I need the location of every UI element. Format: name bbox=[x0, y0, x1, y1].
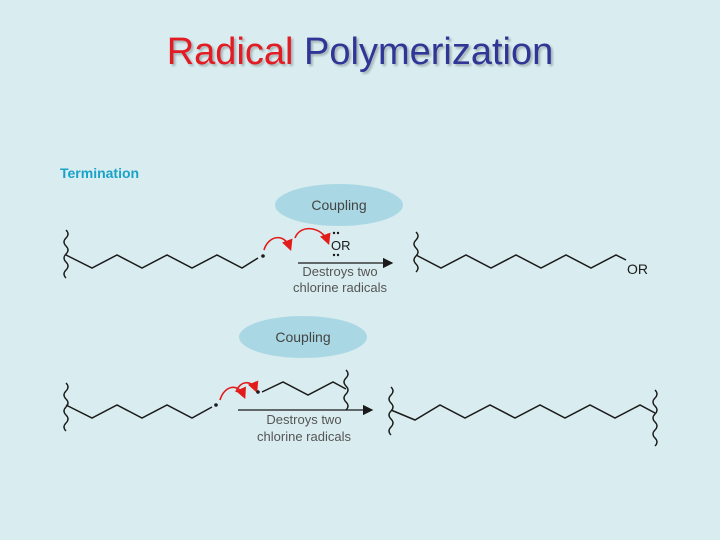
coupling-badge-1-label: Coupling bbox=[311, 197, 366, 213]
curved-electron-arrow-2a bbox=[219, 386, 246, 401]
title-word-radical: Radical bbox=[166, 31, 294, 73]
product-chain-1 bbox=[415, 254, 627, 269]
lone-pair-dot bbox=[336, 253, 340, 257]
chain-end-wavy-2 bbox=[63, 382, 69, 432]
reaction-1: Coupling OR Destroys two chlorine radica… bbox=[63, 184, 648, 295]
alkoxy-radical-label: OR bbox=[331, 238, 351, 253]
coupling-badge-1 bbox=[275, 184, 403, 226]
lone-pair-dot bbox=[332, 253, 336, 257]
lone-pair-dot bbox=[336, 231, 340, 235]
product-end-group: OR bbox=[627, 261, 648, 277]
arrow-note-1-line2: chlorine radicals bbox=[293, 280, 387, 295]
curved-electron-arrow-2b bbox=[235, 380, 259, 393]
slide-title: Radical Polymerization bbox=[0, 28, 720, 76]
arrow-note-2-line1: Destroys two bbox=[266, 412, 341, 427]
chain-end-wavy-2b bbox=[343, 369, 349, 411]
title-word-polymerization: Polymerization bbox=[304, 31, 554, 73]
arrow-note-1-line1: Destroys two bbox=[302, 264, 377, 279]
radical-dot-1 bbox=[261, 254, 265, 258]
polymer-chain-radical-2b bbox=[261, 381, 347, 396]
radical-dot-2a bbox=[214, 403, 218, 407]
lone-pair-dot bbox=[332, 231, 336, 235]
product-chain-end-wavy-2a bbox=[388, 386, 394, 436]
polymer-chain-radical-1 bbox=[65, 254, 259, 269]
curved-electron-arrow-1a bbox=[263, 236, 293, 251]
coupling-badge-2 bbox=[239, 316, 367, 358]
coupling-badge-2-label: Coupling bbox=[275, 329, 330, 345]
radical-dot-2b bbox=[256, 390, 260, 394]
product-chain-end-wavy-1 bbox=[413, 231, 419, 273]
polymer-chain-radical-2a bbox=[65, 404, 213, 419]
arrow-note-2-line2: chlorine radicals bbox=[257, 429, 351, 444]
section-label-termination: Termination bbox=[60, 165, 140, 181]
chain-end-wavy-1 bbox=[63, 229, 69, 279]
product-chain-2 bbox=[390, 404, 656, 421]
reaction-2: Coupling Destroys two chlorine radicals bbox=[63, 316, 658, 447]
curved-electron-arrow-1b bbox=[294, 227, 331, 245]
product-chain-end-wavy-2b bbox=[652, 389, 658, 447]
